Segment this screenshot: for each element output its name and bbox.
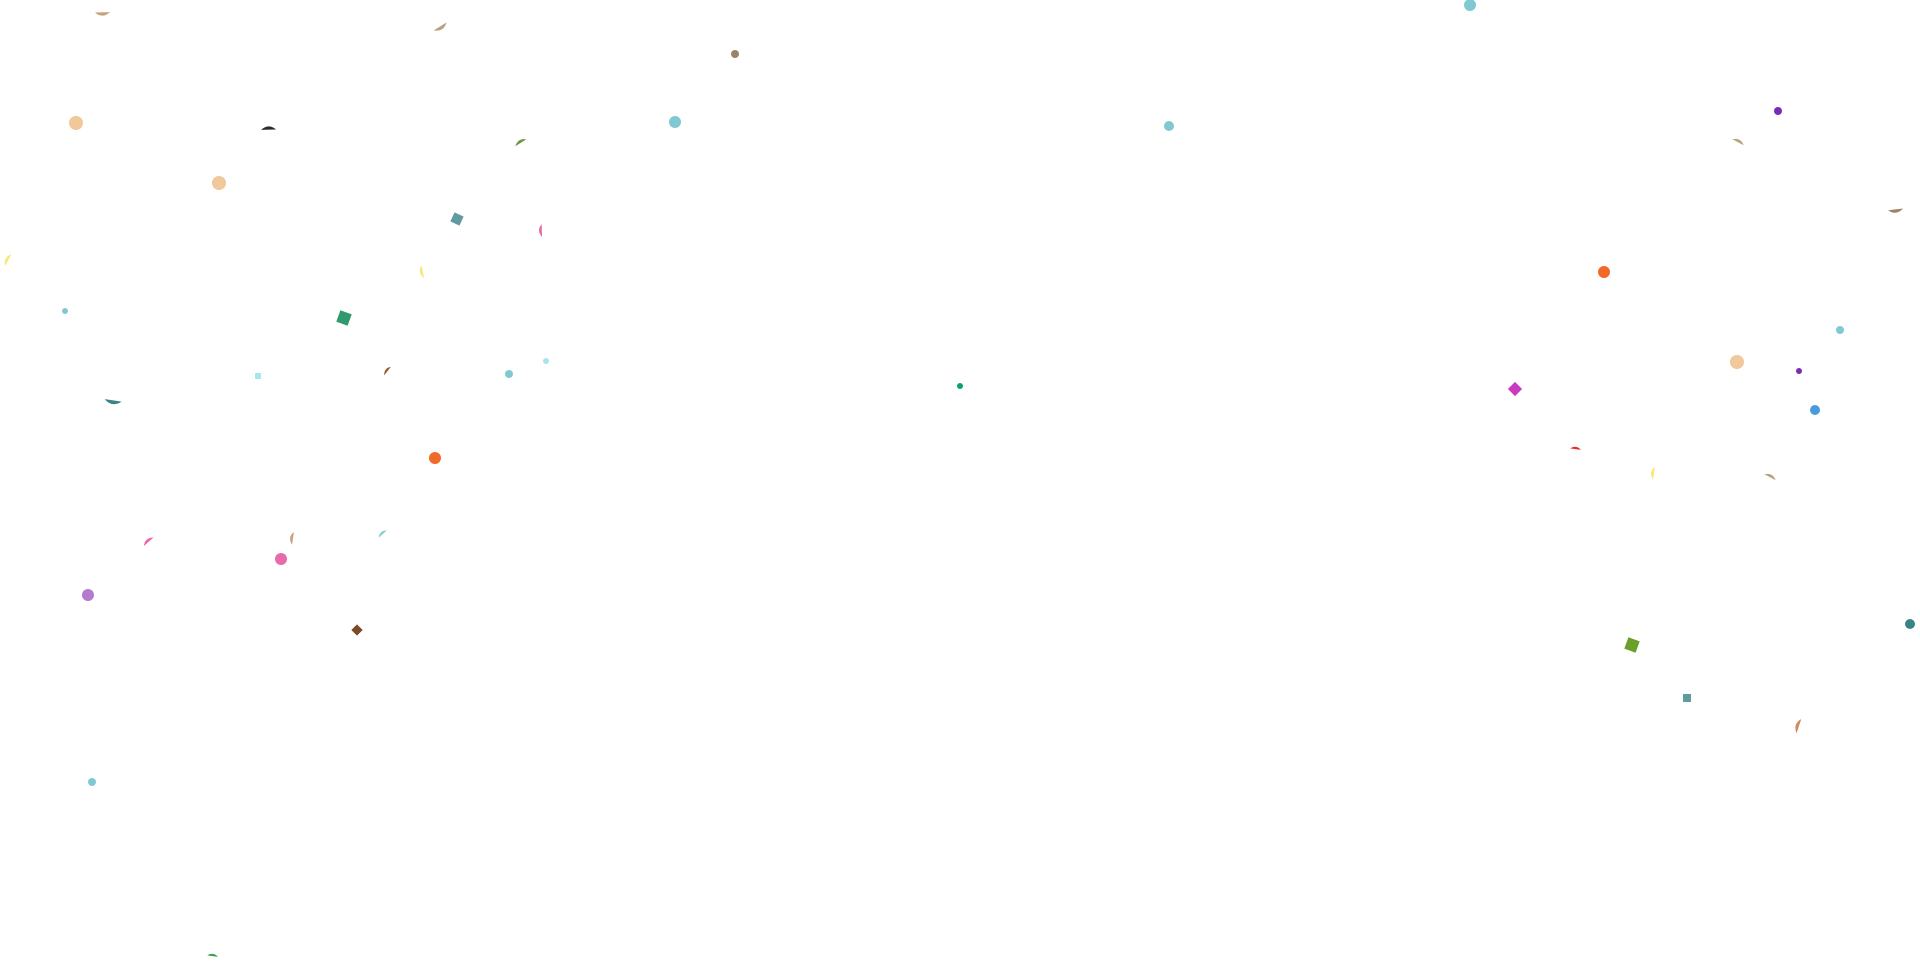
- confetti-circle-c32: [429, 452, 441, 464]
- confetti-circle-c42: [1905, 619, 1915, 629]
- confetti-dot-c19: [62, 308, 68, 314]
- confetti-wedge-c16: [4, 254, 12, 266]
- confetti-circle-c21: [1836, 326, 1844, 334]
- confetti-wedge-c15: [1888, 208, 1904, 213]
- confetti-wedge-c28: [104, 399, 122, 405]
- confetti-square-c44: [1683, 694, 1691, 702]
- confetti-dot-c29: [957, 383, 963, 389]
- confetti-wedge-c01: [94, 12, 111, 16]
- confetti-circle-c40: [82, 589, 94, 601]
- confetti-circle-c09: [1464, 0, 1476, 11]
- confetti-circle-c22: [1730, 355, 1744, 369]
- confetti-wedge-c02: [433, 22, 447, 31]
- confetti-square-c13: [450, 212, 464, 226]
- confetti-circle-c39: [275, 553, 287, 565]
- confetti-wedge-c34: [1651, 467, 1655, 480]
- confetti-dot-c03: [731, 50, 739, 58]
- confetti-circle-c10: [1774, 107, 1782, 115]
- confetti-circle-c46: [88, 778, 96, 786]
- confetti-circle-c12: [212, 176, 226, 190]
- confetti-wedge-c07: [515, 139, 527, 147]
- confetti-wedge-c37: [290, 532, 294, 545]
- confetti-wedge-c06: [260, 126, 277, 130]
- confetti-square-c23: [255, 373, 261, 379]
- confetti-circle-c08: [1164, 121, 1174, 131]
- confetti-circle-c18: [1598, 266, 1610, 278]
- confetti-circle-c31: [1810, 405, 1820, 415]
- confetti-diamond-c41: [351, 624, 363, 636]
- confetti-wedge-c38: [378, 530, 387, 538]
- confetti-wedge-c33: [1570, 446, 1581, 450]
- confetti-wedge-c45: [1795, 718, 1802, 734]
- confetti-square-c20: [336, 310, 352, 326]
- confetti-wedge-c47: [207, 953, 218, 957]
- confetti-wedge-c17: [419, 265, 425, 279]
- confetti-circle-c25: [505, 370, 513, 378]
- confetti-wedge-c24: [384, 366, 391, 376]
- confetti-wedge-c11: [1732, 138, 1744, 146]
- confetti-wedge-c36: [143, 537, 154, 547]
- confetti-circle-c04: [669, 116, 681, 128]
- confetti-circle-c05: [69, 116, 83, 130]
- confetti-dot-c26: [543, 358, 549, 364]
- confetti-wedge-c14: [539, 224, 543, 238]
- confetti-wedge-c35: [1764, 473, 1776, 481]
- confetti-square-c43: [1624, 637, 1640, 653]
- confetti-dot-c27: [1796, 368, 1802, 374]
- confetti-diamond-c30: [1507, 381, 1523, 397]
